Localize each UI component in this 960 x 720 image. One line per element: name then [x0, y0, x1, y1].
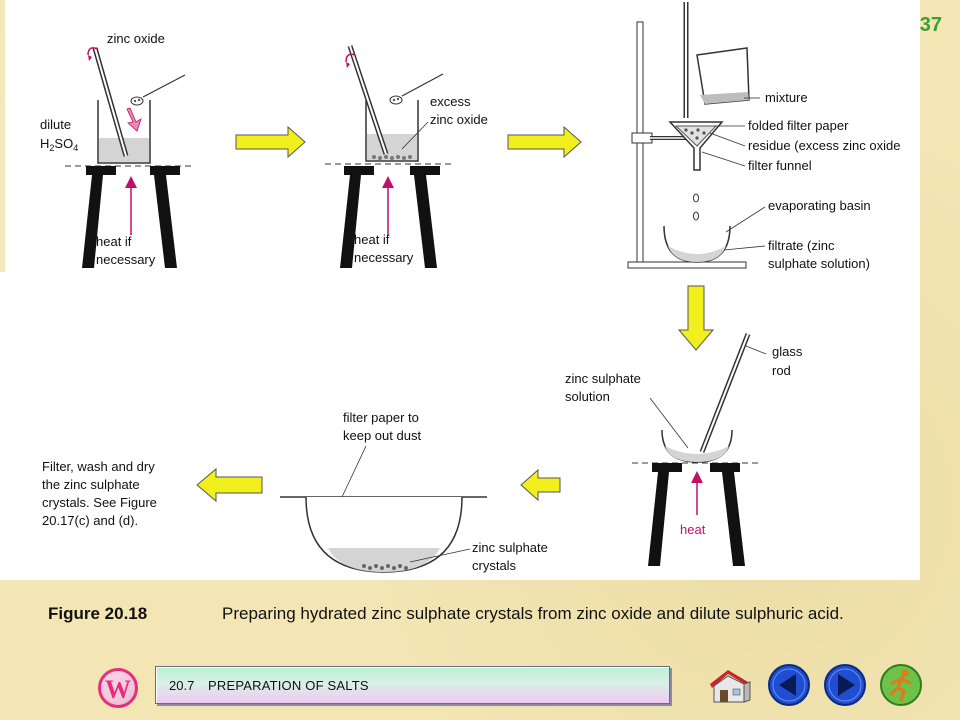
label-filter-wash-2: the zinc sulphate [42, 477, 140, 492]
label-zinc-oxide: zinc oxide [107, 31, 165, 46]
label-h2so4: H2SO4 [40, 136, 78, 153]
diagram-panel-top [5, 0, 920, 272]
label-mixture: mixture [765, 90, 808, 105]
arrow-right-icon [824, 664, 866, 706]
label-dilute: dilute [40, 117, 71, 132]
label-heat-if-2: necessary [96, 252, 156, 267]
home-icon [710, 670, 751, 703]
section-title-bar: 20.7 PREPARATION OF SALTS [155, 666, 670, 704]
label-zs-crystals-1: zinc sulphate [472, 540, 548, 555]
stage-1-adding-zinc-oxide [65, 47, 195, 268]
zinc-sulphate-preparation-diagram: zinc oxide dilute H2SO4 heat if necessar… [0, 0, 920, 580]
label-heat: heat [680, 522, 706, 537]
w-logo[interactable]: W [98, 668, 138, 708]
section-title: PREPARATION OF SALTS [208, 678, 369, 693]
w-logo-letter: W [105, 675, 131, 704]
label-zs-solution-2: solution [565, 389, 610, 404]
section-number: 20.7 [169, 678, 195, 693]
label-filter-wash-1: Filter, wash and dry [42, 459, 155, 474]
process-arrow-2 [507, 125, 582, 159]
label-zs-crystals-2: crystals [472, 558, 517, 573]
previous-button[interactable] [766, 662, 812, 708]
label-glass-rod-2: rod [772, 363, 791, 378]
figure-caption-text: Preparing hydrated zinc sulphate crystal… [222, 604, 844, 623]
process-arrow-left-2 [196, 467, 263, 503]
label-heat-if-2-1: heat if [354, 232, 390, 247]
label-excess-1: excess [430, 94, 471, 109]
process-arrow-left-1 [520, 468, 561, 502]
stage-2-excess-zinc-oxide [325, 45, 455, 268]
label-zs-solution-1: zinc sulphate [565, 371, 641, 386]
next-button[interactable] [822, 662, 868, 708]
figure-caption-label: Figure 20.18 [48, 604, 148, 623]
label-filter-wash-3: crystals. See Figure [42, 495, 157, 510]
diagram-panel-bottom [0, 272, 920, 580]
label-filter-paper-1: filter paper to [343, 410, 419, 425]
label-filter-wash-4: 20.17(c) and (d). [42, 513, 138, 528]
process-arrow-1 [235, 125, 306, 159]
label-heat-if-2-2: necessary [354, 250, 414, 265]
stage-3-filtration [627, 2, 766, 269]
label-filtrate-2: sulphate solution) [768, 256, 870, 271]
stage-5-crystallisation [280, 445, 487, 573]
label-heat-if-1: heat if [96, 234, 132, 249]
label-glass-rod-1: glass [772, 344, 803, 359]
home-button[interactable] [706, 662, 752, 708]
process-arrow-down [677, 285, 715, 351]
stage-4-evaporation [632, 333, 767, 566]
arrow-left-icon [768, 664, 810, 706]
label-filter-paper-2: keep out dust [343, 428, 421, 443]
running-man-icon [880, 664, 922, 706]
exit-button[interactable] [878, 662, 924, 708]
page-number: 37 [919, 14, 942, 36]
label-evaporating-basin: evaporating basin [768, 198, 871, 213]
label-excess-2: zinc oxide [430, 112, 488, 127]
label-residue: residue (excess zinc oxide [748, 138, 900, 153]
label-folded-filter-paper: folded filter paper [748, 118, 849, 133]
label-filtrate-1: filtrate (zinc [768, 238, 835, 253]
label-filter-funnel: filter funnel [748, 158, 812, 173]
